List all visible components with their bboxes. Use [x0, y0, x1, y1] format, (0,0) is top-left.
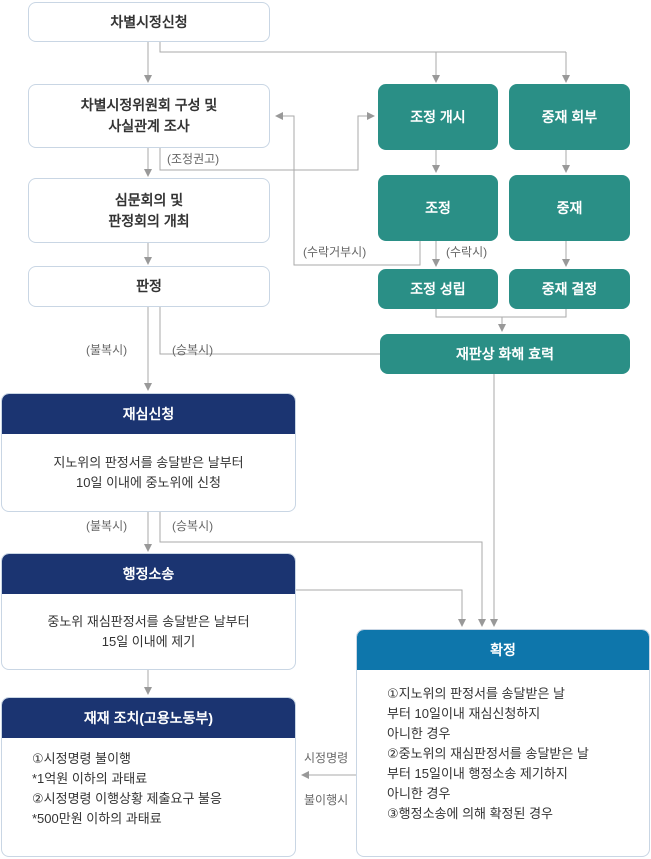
node-mediation: 조정	[378, 175, 498, 241]
node-mediation-start: 조정 개시	[378, 84, 498, 150]
card-review-title: 재심신청	[2, 394, 295, 434]
node-mediation-success: 조정 성립	[378, 269, 498, 309]
label-accept: (수락시)	[446, 245, 488, 259]
node-arbitration: 중재	[509, 175, 630, 241]
card-lawsuit-body: 중노위 재심판정서를 송달받은 날부터 15일 이내에 제기	[47, 613, 250, 649]
label-dissatisfied-1: (불복시)	[86, 343, 128, 357]
card-lawsuit-title: 행정소송	[2, 554, 295, 594]
label-noncompliance-1: 시정명령	[304, 751, 349, 765]
node-settlement-effect: 재판상 화해 효력	[380, 334, 630, 374]
card-sanction: 재재 조치(고용노동부) ①시정명령 불이행 *1억원 이하의 과태료 ②시정명…	[1, 697, 296, 857]
node-committee: 차별시정위원회 구성 및 사실관계 조사	[28, 84, 270, 148]
label-mediation-recommend: (조정권고)	[167, 152, 220, 166]
node-complaint: 차별시정신청	[28, 2, 270, 42]
card-review: 재심신청 지노위의 판정서를 송달받은 날부터 10일 이내에 중노위에 신청	[1, 393, 296, 512]
card-final-title: 확정	[357, 630, 649, 670]
node-arbitration-decision: 중재 결정	[509, 269, 630, 309]
card-review-body: 지노위의 판정서를 송달받은 날부터 10일 이내에 중노위에 신청	[53, 454, 244, 490]
node-decision: 판정	[28, 266, 270, 307]
card-sanction-title: 재재 조치(고용노동부)	[2, 698, 295, 738]
label-noncompliance-2: 불이행시	[304, 793, 349, 807]
card-final: 확정 ①지노위의 판정서를 송달받은 날 부터 10일이내 재심신청하지 아니한…	[356, 629, 650, 857]
label-dissatisfied-2: (불복시)	[86, 519, 128, 533]
node-arbitration-referral: 중재 회부	[509, 84, 630, 150]
card-lawsuit: 행정소송 중노위 재심판정서를 송달받은 날부터 15일 이내에 제기	[1, 553, 296, 670]
label-win-2: (승복시)	[172, 519, 214, 533]
label-win-1: (승복시)	[172, 343, 214, 357]
card-final-body: ①지노위의 판정서를 송달받은 날 부터 10일이내 재심신청하지 아니한 경우…	[387, 686, 589, 821]
label-refuse-accept: (수락거부시)	[303, 245, 367, 259]
node-hearing: 심문회의 및 판정회의 개최	[28, 178, 270, 243]
card-sanction-body: ①시정명령 불이행 *1억원 이하의 과태료 ②시정명령 이행상황 제출요구 불…	[32, 751, 222, 826]
